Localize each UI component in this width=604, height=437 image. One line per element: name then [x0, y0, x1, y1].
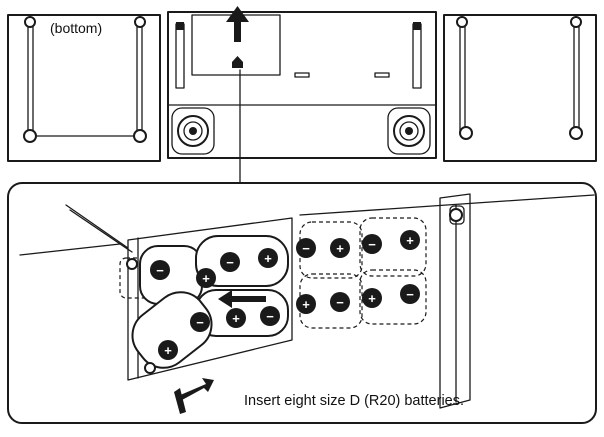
remove-arrow-icon	[174, 378, 214, 414]
plus-terminal-icon	[296, 294, 316, 314]
plus-terminal-icon	[362, 288, 382, 308]
minus-symbol: −	[336, 295, 344, 310]
minus-symbol: −	[156, 263, 164, 278]
insert-arrow-icon	[218, 290, 266, 308]
polarity-markers: − + − + − + − + − + − + − + − +	[150, 230, 420, 360]
minus-symbol: −	[196, 315, 204, 330]
plus-symbol: +	[302, 297, 310, 312]
side-view-panel	[443, 14, 597, 162]
bottom-view-label: (bottom)	[50, 20, 102, 36]
left-speaker-icon	[171, 107, 215, 155]
plus-terminal-icon	[196, 268, 216, 288]
bottom-view-panel: (bottom)	[7, 14, 161, 162]
plus-terminal-icon	[330, 238, 350, 258]
rear-view-panel	[167, 6, 437, 159]
minus-terminal-icon	[260, 306, 280, 326]
minus-symbol: −	[266, 309, 274, 324]
plus-symbol: +	[202, 271, 210, 286]
plus-terminal-icon	[226, 308, 246, 328]
minus-terminal-icon	[150, 260, 170, 280]
minus-symbol: −	[226, 255, 234, 270]
plus-symbol: +	[406, 233, 414, 248]
minus-terminal-icon	[190, 312, 210, 332]
minus-terminal-icon	[330, 292, 350, 312]
minus-terminal-icon	[400, 284, 420, 304]
minus-symbol: −	[406, 287, 414, 302]
plus-terminal-icon	[258, 248, 278, 268]
right-speaker-icon	[387, 107, 431, 155]
plus-terminal-icon	[400, 230, 420, 250]
plus-symbol: +	[264, 251, 272, 266]
slide-up-arrow-icon	[226, 6, 249, 68]
minus-symbol: −	[302, 241, 310, 256]
plus-symbol: +	[336, 241, 344, 256]
battery-tilted	[131, 291, 213, 374]
plus-terminal-icon	[158, 340, 178, 360]
detail-panel: − + − + − + − + − + − + − + − + Insert eight size D (R2…	[7, 182, 597, 424]
plus-symbol: +	[368, 291, 376, 306]
instruction-caption: Insert eight size D (R20) batteries.	[244, 393, 464, 409]
plus-symbol: +	[232, 311, 240, 326]
plus-symbol: +	[164, 343, 172, 358]
minus-terminal-icon	[296, 238, 316, 258]
minus-symbol: −	[368, 237, 376, 252]
minus-terminal-icon	[220, 252, 240, 272]
minus-terminal-icon	[362, 234, 382, 254]
